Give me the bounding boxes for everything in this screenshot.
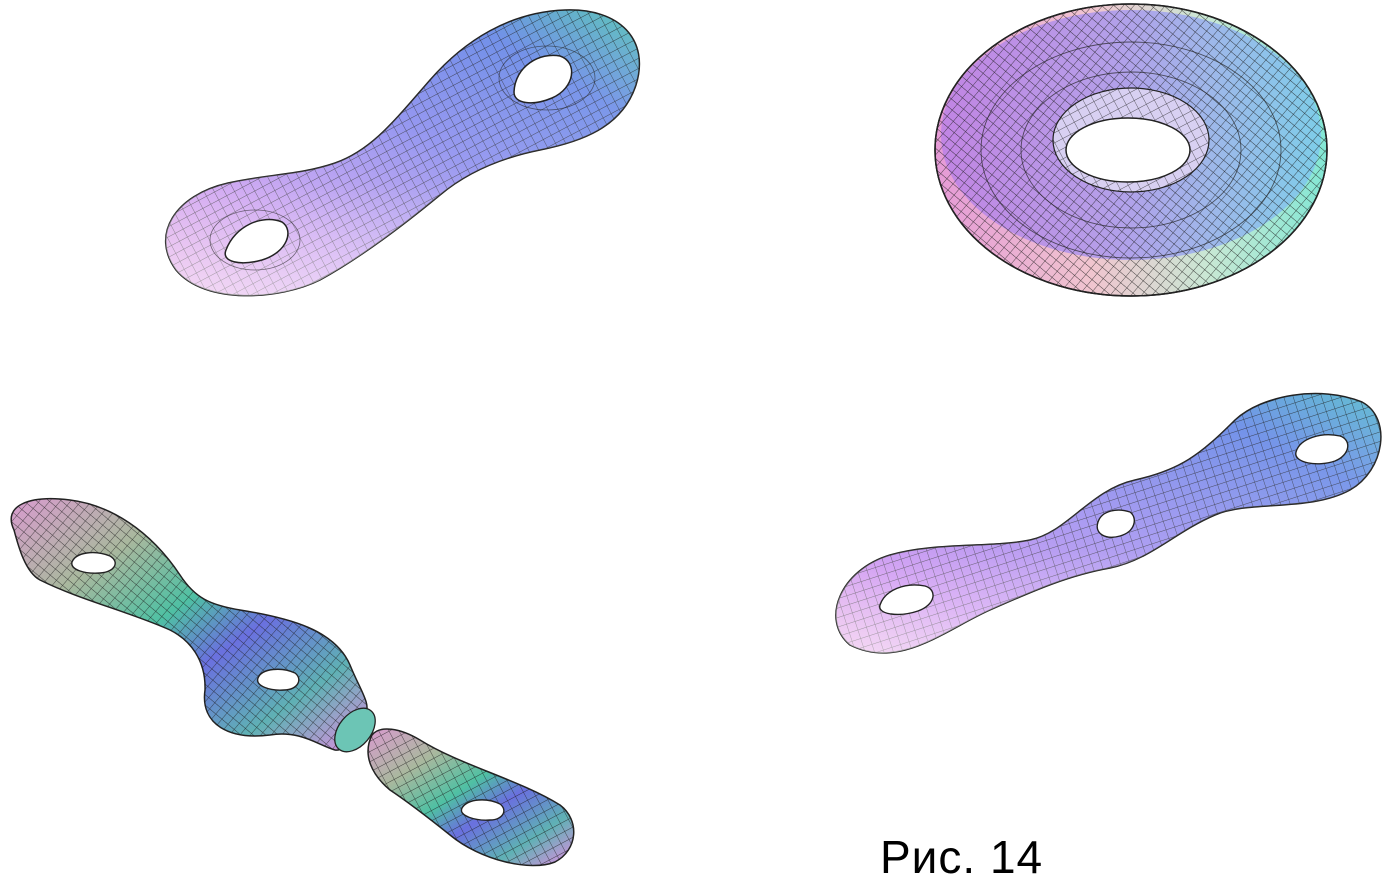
genus-3-surface-cut [10, 498, 575, 867]
genus-2-surface [165, 9, 641, 297]
torus [934, 3, 1328, 297]
genus-3-surface [835, 392, 1382, 654]
figure-caption: Рис. 14 [880, 831, 1044, 883]
